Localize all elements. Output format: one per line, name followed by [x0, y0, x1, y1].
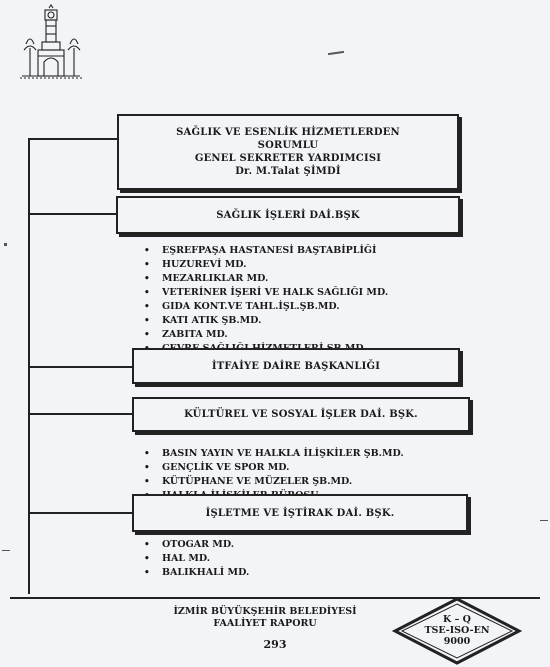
connector-dept-1 [28, 213, 116, 215]
list-item: KATI ATIK ŞB.MD. [140, 314, 388, 328]
list-item: BASIN YAYIN VE HALKLA İLİŞKİLER ŞB.MD. [140, 447, 404, 461]
dept-list-isletme: OTOGAR MD. HAL MD. BALIKHALİ MD. [140, 538, 249, 580]
header-box: SAĞLIK VE ESENLİK HİZMETLERDEN SORUMLU G… [117, 114, 459, 190]
scan-speck [327, 50, 345, 56]
badge-line-1: K – Q [443, 614, 471, 625]
list-item: EŞREFPAŞA HASTANESİ BAŞTABİPLİĞİ [140, 244, 388, 258]
dept-box-isletme: İŞLETME VE İŞTİRAK DAİ. BŞK. [132, 494, 468, 532]
connector-dept-3 [28, 413, 132, 415]
list-item: OTOGAR MD. [140, 538, 249, 552]
scan-speck [540, 520, 548, 521]
header-title-line-1: SAĞLIK VE ESENLİK HİZMETLERDEN [176, 127, 400, 138]
list-item: HAL MD. [140, 552, 249, 566]
badge-line-3: 9000 [443, 636, 471, 647]
list-item: GIDA KONT.VE TAHL.İŞL.ŞB.MD. [140, 300, 388, 314]
dept-list-saglik: EŞREFPAŞA HASTANESİ BAŞTABİPLİĞİ HUZUREV… [140, 244, 388, 356]
header-title-line-4: Dr. M.Talat ŞİMDİ [235, 166, 341, 177]
dept-box-itfaiye: İTFAİYE DAİRE BAŞKANLIĞI [132, 348, 460, 384]
list-item: ZABITA MD. [140, 328, 388, 342]
footer-org-line-2: FAALİYET RAPORU [213, 618, 317, 629]
dept-name: İTFAİYE DAİRE BAŞKANLIĞI [211, 360, 381, 372]
connector-header [28, 138, 118, 140]
list-item: HUZUREVİ MD. [140, 258, 388, 272]
dept-box-kulturel: KÜLTÜREL VE SOSYAL İŞLER DAİ. BŞK. [132, 397, 470, 432]
badge-line-2: TSE-ISO-EN [424, 625, 490, 636]
quality-badge-text: K – Q TSE-ISO-EN 9000 [392, 614, 522, 647]
header-title-line-2: SORUMLU [257, 140, 319, 151]
header-title-line-3: GENEL SEKRETER YARDIMCISI [194, 153, 382, 164]
footer-org-line-1: İZMİR BÜYÜKŞEHİR BELEDİYESİ [173, 606, 357, 617]
footer-org: İZMİR BÜYÜKŞEHİR BELEDİYESİ FAALİYET RAP… [145, 606, 385, 630]
page-number: 293 [263, 638, 287, 651]
scan-speck [4, 243, 7, 246]
list-item: BALIKHALİ MD. [140, 566, 249, 580]
dept-name: İŞLETME VE İŞTİRAK DAİ. BŞK. [205, 507, 395, 519]
list-item: GENÇLİK VE SPOR MD. [140, 461, 404, 475]
dept-name: KÜLTÜREL VE SOSYAL İŞLER DAİ. BŞK. [184, 409, 418, 420]
list-item: VETERİNER İŞERİ VE HALK SAĞLIĞI MD. [140, 286, 388, 300]
scan-speck [2, 550, 10, 551]
clock-tower-icon [20, 4, 82, 79]
list-item: KÜTÜPHANE VE MÜZELER ŞB.MD. [140, 475, 404, 489]
dept-box-saglik: SAĞLIK İŞLERİ DAİ.BŞK [116, 196, 460, 234]
connector-dept-4 [28, 512, 132, 514]
dept-name: SAĞLIK İŞLERİ DAİ.BŞK [216, 209, 360, 221]
footer-rule [10, 597, 540, 599]
connector-dept-2 [28, 366, 132, 368]
list-item: MEZARLIKLAR MD. [140, 272, 388, 286]
quality-badge-diamond [392, 597, 522, 665]
